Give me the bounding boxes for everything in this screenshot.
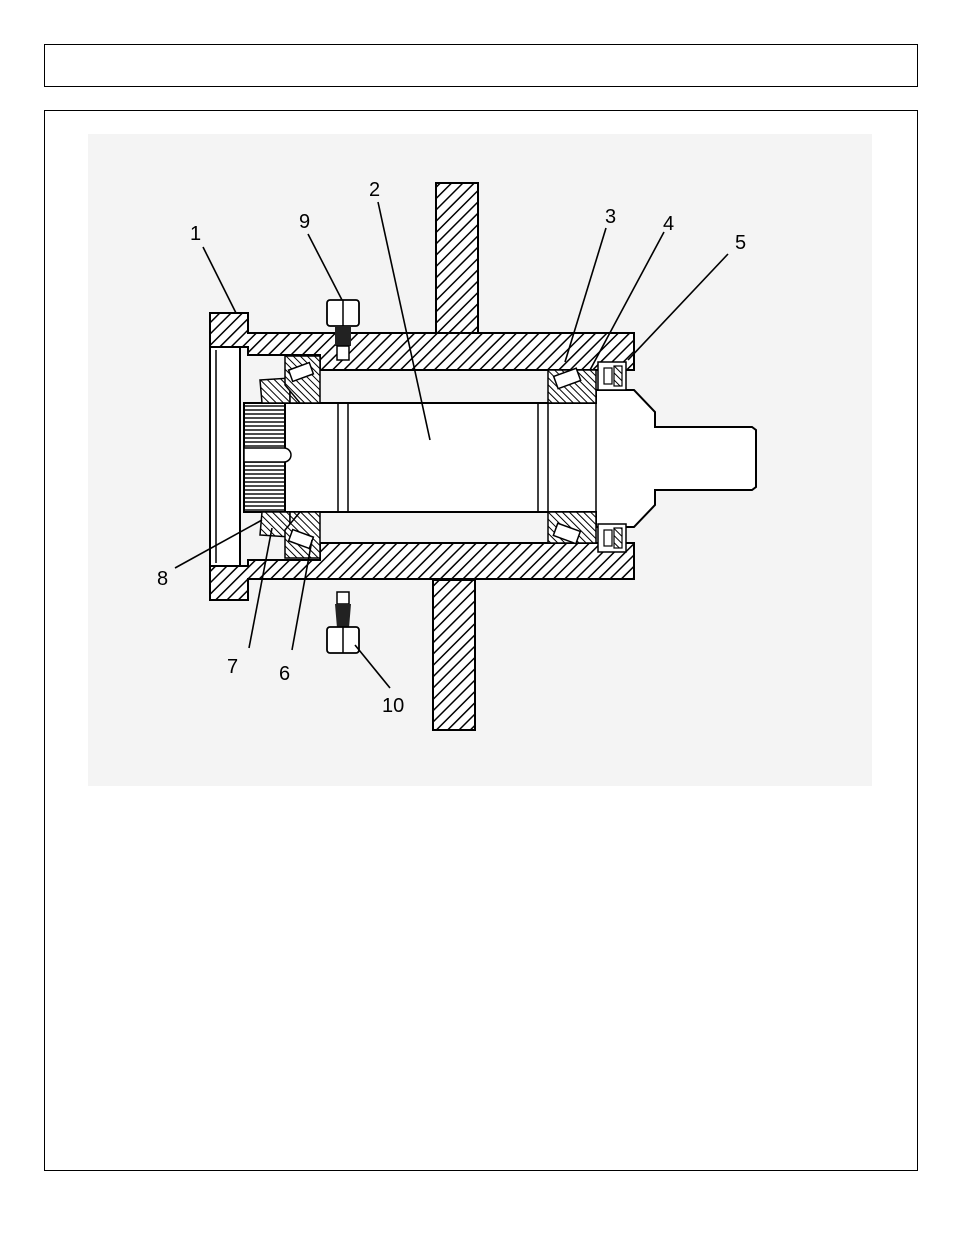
callout-2: 2 <box>369 179 380 201</box>
housing-top-wall <box>210 313 634 370</box>
housing-bottom-wall <box>210 543 634 600</box>
callout-4: 4 <box>663 213 674 235</box>
callout-8: 8 <box>157 568 168 590</box>
callout-1: 1 <box>190 223 201 245</box>
mount-plate-upper <box>436 183 478 333</box>
spindle-shaft <box>285 390 756 527</box>
callout-5: 5 <box>735 232 746 254</box>
callout-9: 9 <box>299 211 310 233</box>
grease-fitting-loose-tip <box>337 592 349 604</box>
callout-7: 7 <box>227 656 238 678</box>
mount-plate-lower <box>433 580 475 730</box>
callout-3: 3 <box>605 206 616 228</box>
callout-10: 10 <box>382 695 404 717</box>
shaft-keyway <box>244 448 291 462</box>
housing-cap-face <box>210 347 240 566</box>
callout-6: 6 <box>279 663 290 685</box>
